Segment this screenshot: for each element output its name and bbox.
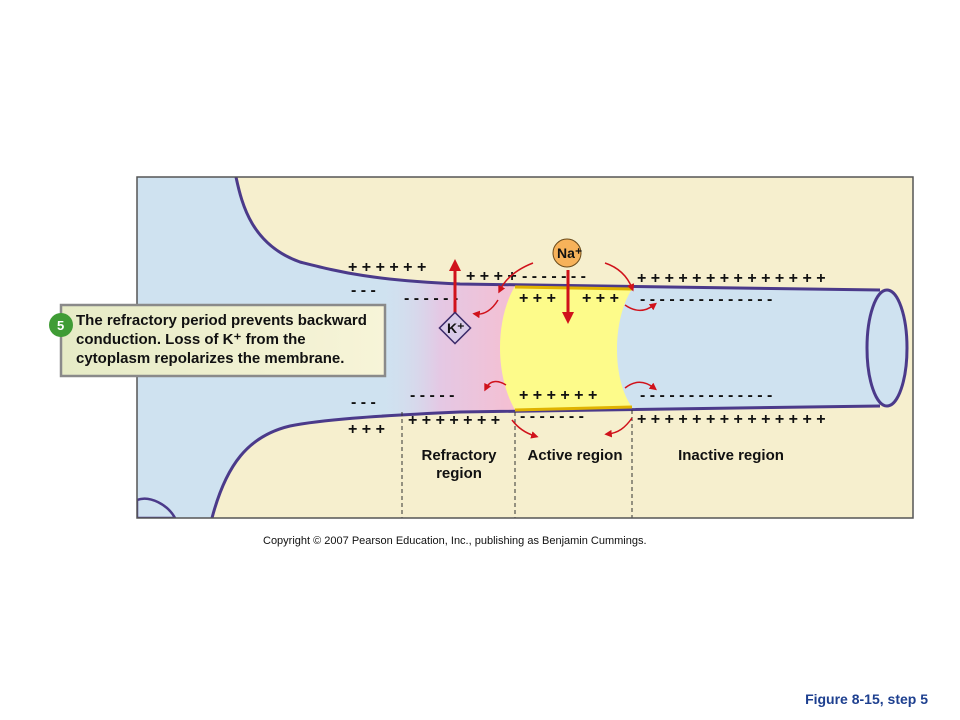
charges-top-inner-refractory: - - - - - - bbox=[404, 290, 458, 307]
charges-top-outer-left: + + + + + + bbox=[348, 259, 426, 276]
potassium-ion bbox=[438, 311, 472, 345]
sodium-ion bbox=[552, 238, 582, 268]
axon-end bbox=[865, 288, 909, 408]
charges-bottom-outer-inactive: + + + + + + + + + + + + + + bbox=[637, 411, 826, 428]
charges-bottom-outer-left: + + + bbox=[348, 421, 385, 438]
neighbor-cell bbox=[137, 497, 177, 518]
charges-bottom-outer-active: - - - - - - - bbox=[520, 408, 584, 425]
charges-top-outer-active: - - - - - - - bbox=[522, 268, 586, 285]
charges-bottom-inner-left: - - - bbox=[351, 394, 376, 411]
refractory-region-tint bbox=[378, 282, 515, 414]
potassium-label: K⁺ bbox=[447, 320, 465, 336]
charges-bottom-inner-inactive: - - - - - - - - - - - - - - bbox=[640, 387, 772, 404]
step-badge bbox=[49, 313, 73, 337]
charges-bottom-outer-refractory: + + + + + + + bbox=[408, 412, 500, 429]
sodium-label: Na⁺ bbox=[557, 245, 582, 261]
refractory-region-label-1: Refractory bbox=[421, 447, 497, 464]
charges-top-inner-active-a: + + + bbox=[519, 290, 556, 307]
charges-top-inner-left: - - - bbox=[351, 282, 376, 299]
charges-bottom-inner-active: + + + + + + bbox=[519, 387, 597, 404]
active-region bbox=[500, 286, 632, 410]
copyright-notice: Copyright © 2007 Pearson Education, Inc.… bbox=[263, 535, 647, 547]
charges-top-outer-inactive: + + + + + + + + + + + + + + bbox=[637, 270, 826, 287]
callout-line-3: cytoplasm repolarizes the membrane. bbox=[76, 350, 344, 367]
membrane-top bbox=[234, 177, 881, 292]
charges-top-outer-refractory: + + + + bbox=[466, 268, 517, 285]
inactive-region-label: Inactive region bbox=[678, 447, 784, 464]
step-callout: 5 The refractory period prevents backwar… bbox=[49, 303, 387, 378]
charges-bottom-inner-refractory: - - - - - bbox=[410, 387, 454, 404]
step-number: 5 bbox=[57, 318, 64, 333]
active-region-label: Active region bbox=[527, 447, 622, 464]
refractory-region-label-2: region bbox=[436, 465, 482, 482]
membrane-bottom bbox=[210, 404, 881, 518]
charges-top-inner-inactive: - - - - - - - - - - - - - - bbox=[640, 291, 772, 308]
callout-line-2: conduction. Loss of K⁺ from the bbox=[76, 331, 306, 348]
charges-top-inner-active-b: + + + bbox=[582, 290, 619, 307]
callout-line-1: The refractory period prevents backward bbox=[76, 312, 367, 329]
local-current-arrows bbox=[472, 262, 657, 439]
figure-caption: Figure 8-15, step 5 bbox=[805, 691, 928, 707]
